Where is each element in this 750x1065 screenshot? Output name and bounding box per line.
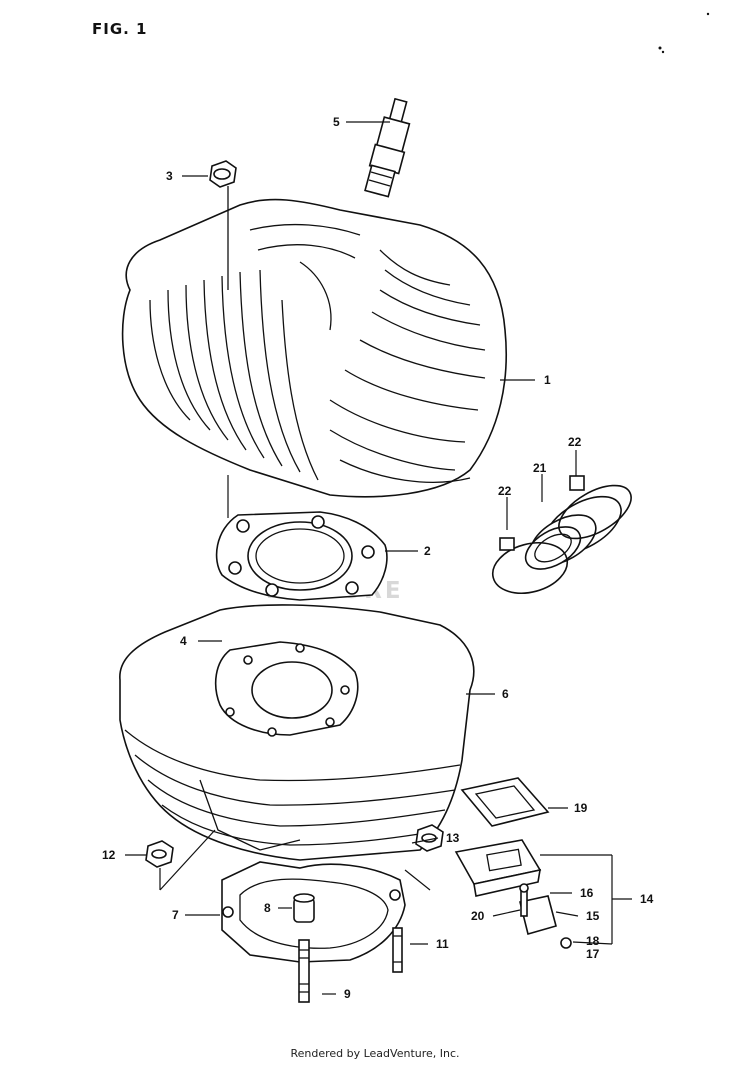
callout-18: 18 [586, 934, 600, 948]
callout-16: 16 [580, 886, 594, 900]
callout-15: 15 [586, 909, 600, 923]
callout-3: 3 [166, 169, 173, 183]
cylinder-head-gasket[interactable] [215, 511, 388, 601]
reed-washer[interactable] [560, 937, 572, 949]
intake-clamp-upper[interactable] [550, 475, 639, 550]
callout-5: 5 [333, 115, 340, 129]
cylinder-head[interactable] [121, 186, 508, 498]
reed-valve[interactable] [454, 839, 542, 897]
reed-stopper[interactable] [519, 895, 557, 935]
intake-pipe[interactable] [519, 485, 631, 578]
callout-4: 4 [180, 634, 187, 648]
crankcase-stud[interactable] [298, 939, 310, 1003]
callout-21: 21 [533, 461, 547, 475]
nut-12[interactable] [145, 840, 174, 868]
reed-valve-gasket[interactable] [460, 777, 550, 827]
cylinder-head-nut[interactable] [209, 160, 237, 188]
callout-17: 17 [586, 947, 600, 961]
callout-22-upper: 22 [568, 435, 582, 449]
spark-plug[interactable] [364, 97, 411, 198]
dowel-pin[interactable] [293, 893, 315, 923]
callout-20: 20 [471, 909, 485, 923]
callout-12: 12 [102, 848, 116, 862]
callout-19: 19 [574, 801, 588, 815]
stud-11[interactable] [392, 927, 403, 973]
scan-speck [706, 12, 710, 16]
scan-speck [658, 46, 662, 50]
callout-11: 11 [436, 937, 449, 951]
callout-22-lower: 22 [498, 484, 512, 498]
callout-9: 9 [344, 987, 351, 1001]
leader-lines [125, 121, 632, 995]
footer-credit: Rendered by LeadVenture, Inc. [290, 1047, 460, 1060]
callout-1: 1 [544, 373, 551, 387]
callout-2: 2 [424, 544, 431, 558]
figure-title: FIG. 1 [92, 20, 148, 38]
callout-14: 14 [640, 892, 654, 906]
cylinder[interactable] [119, 604, 475, 861]
scan-speck [661, 50, 665, 54]
nut-13[interactable] [415, 824, 444, 852]
callout-6: 6 [502, 687, 509, 701]
callout-8: 8 [264, 901, 271, 915]
reed-screw[interactable] [519, 883, 529, 917]
intake-clamp-lower[interactable] [487, 535, 573, 601]
callout-7: 7 [172, 908, 179, 922]
callout-13: 13 [446, 831, 460, 845]
